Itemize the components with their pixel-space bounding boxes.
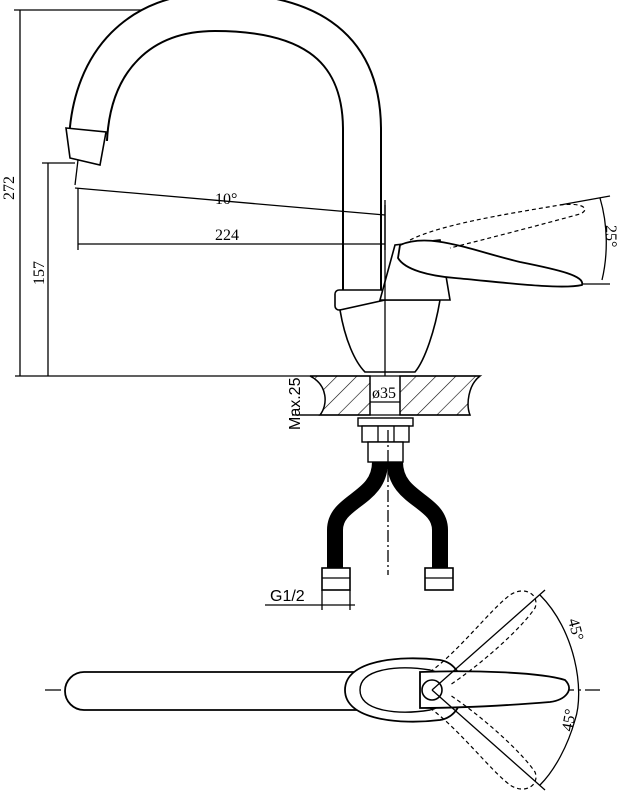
label-45-degree-upper: 45° [564, 617, 586, 643]
lever-handle-raised [409, 203, 586, 249]
label-157: 157 [31, 261, 48, 285]
spout-top [64, 671, 386, 711]
dimension-g12: G1/2 [265, 588, 355, 610]
mounting-nut [357, 417, 414, 463]
label-max-25: Max.25 [287, 377, 304, 430]
label-272: 272 [1, 176, 18, 200]
label-hole-diameter: ø35 [372, 385, 396, 402]
lever-handle [397, 239, 583, 288]
label-45-degree-lower: 45° [559, 708, 580, 733]
label-224: 224 [215, 227, 239, 244]
lever-top [419, 670, 570, 709]
counter-slab: ø35 Max.25 [287, 375, 483, 430]
spout [65, 0, 382, 300]
aerator [65, 127, 107, 166]
top-view: 45° 45° [45, 589, 600, 791]
dimension-224: 224 [77, 188, 385, 250]
dimension-157: 157 [31, 162, 75, 376]
label-10-degree: 10° [215, 191, 237, 208]
label-g12: G1/2 [270, 588, 305, 605]
label-25-degree: 25° [602, 225, 619, 247]
supply-hoses [321, 430, 454, 591]
mixer-body: 25° [334, 195, 619, 376]
